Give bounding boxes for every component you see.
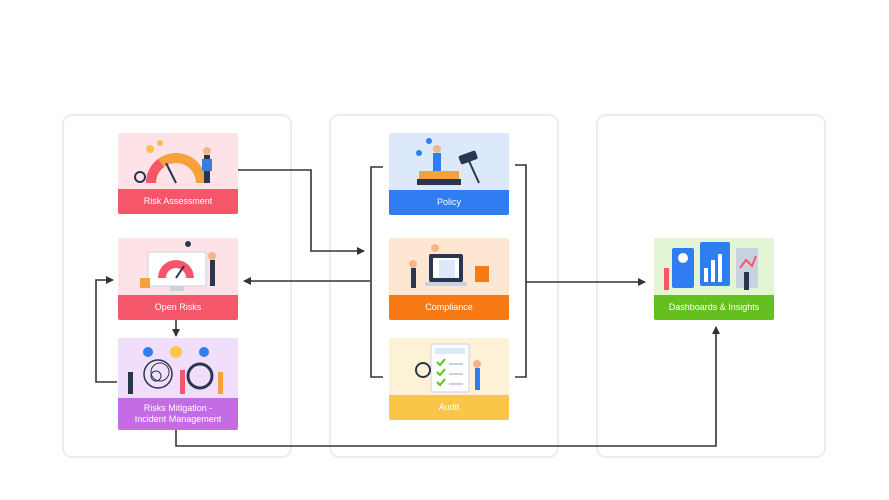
ucf-right-bracket [515,164,527,378]
card-policy[interactable]: Policy [389,133,509,215]
open-risks-illustration [118,238,238,295]
card-dashboards-insights[interactable]: Dashboards & Insights [654,238,774,320]
audit-illustration [389,338,509,395]
card-risks-mitigation[interactable]: Risks Mitigation - Incident Management [118,338,238,430]
arrow-mitigation-to-dashboards [175,326,720,447]
risk-management-header: Risk Management [110,52,244,94]
card-compliance[interactable]: Compliance [389,238,509,320]
open-risks-label: Open Risks [118,295,238,320]
dashboards-illustration [654,238,774,295]
compliance-illustration [389,238,509,295]
risks-mitigation-illustration [118,338,238,398]
audit-label: Audit [389,395,509,420]
arrow-risk-assessment-to-ucf [238,169,365,255]
card-audit[interactable]: Audit [389,338,509,420]
unified-compliance-framework-header: Unified Compliance Framework [342,52,546,94]
risks-mitigation-label: Risks Mitigation - Incident Management [118,398,238,430]
dashboards-insights-label: Dashboards & Insights [654,295,774,320]
card-risk-assessment[interactable]: Risk Assessment [118,133,238,214]
analytics-insights-header: Analytics & Insights [657,52,765,94]
policy-label: Policy [389,190,509,215]
policy-illustration [389,133,509,190]
card-open-risks[interactable]: Open Risks [118,238,238,320]
ucf-left-bracket [370,166,383,378]
compliance-label: Compliance [389,295,509,320]
arrow-mitigation-loop [95,276,117,383]
risk-assessment-illustration [118,133,238,189]
risk-assessment-label: Risk Assessment [118,189,238,214]
